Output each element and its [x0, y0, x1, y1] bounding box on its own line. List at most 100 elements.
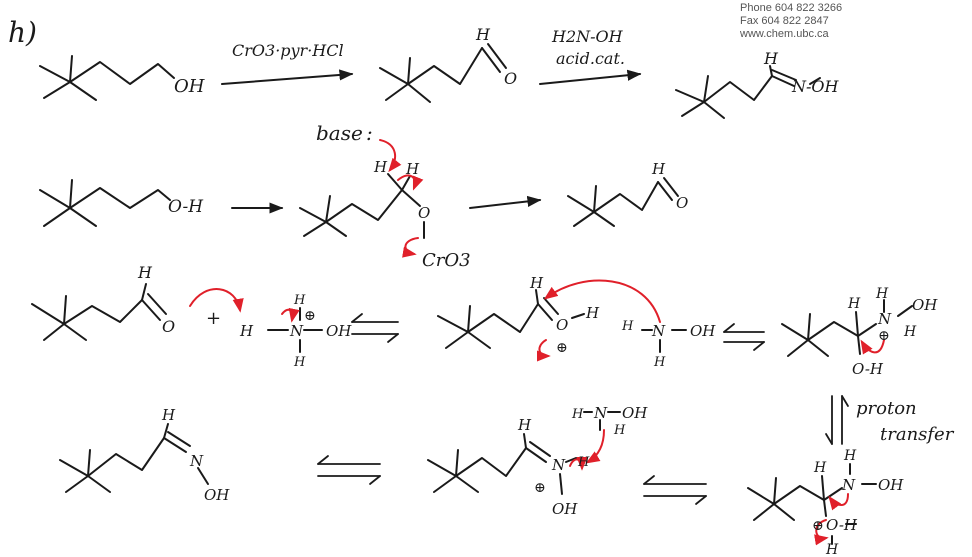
r2-alcohol-oh: O-H	[168, 197, 204, 217]
tetrahedral-intermediate	[781, 299, 913, 357]
part-label: h)	[8, 16, 37, 49]
r2-ald-o: O	[676, 194, 688, 212]
r3-tet-h2: H	[875, 286, 889, 302]
r3-ha-h-left: H	[239, 322, 254, 340]
r3-na-h-bottom: H	[653, 355, 666, 370]
alcohol-r1	[39, 55, 175, 101]
r3-tet-oh: OH	[912, 296, 938, 314]
r3-ha-n: N	[289, 322, 304, 340]
r4-tet-h-bottom: H	[825, 542, 839, 557]
reagent-step2-line2: acid.cat.	[556, 49, 625, 68]
r4-im-oh: OH	[552, 500, 578, 518]
r4-tet-h2: H	[843, 448, 857, 464]
contact-block: Phone 604 822 3266 Fax 604 822 2847 www.…	[740, 2, 842, 41]
r3-tet-oh-bottom: O-H	[852, 360, 884, 378]
hydroxylammonium	[267, 307, 323, 353]
r4-im-nh: H	[577, 455, 590, 470]
r4-im-n: N	[551, 456, 566, 474]
r2-ald-h: H	[651, 160, 666, 178]
iminium	[427, 433, 577, 495]
r4-oxime-n: N	[189, 452, 204, 470]
arrow-r1-b	[539, 69, 642, 85]
r4-tet-o-h: O-H	[826, 516, 858, 534]
curly-nh-bond-r4	[569, 456, 588, 471]
r3-ha-charge: ⊕	[304, 308, 316, 324]
r4-tet-n: N	[841, 476, 856, 494]
r1-ald-h: H	[475, 25, 491, 44]
equilibrium-r4-b	[643, 475, 707, 505]
r4-tet-oh: OH	[878, 476, 904, 494]
r1-oxime-h: H	[763, 49, 779, 68]
r3-ha-h-bottom: H	[293, 355, 306, 370]
r3-ha-h-top: H	[293, 293, 306, 308]
r2-ester-o: O	[418, 204, 430, 222]
curly-co-r4	[814, 519, 829, 546]
r2-cro3: CrO3	[422, 250, 471, 271]
r4-im-h: H	[517, 416, 532, 434]
hydroxylamine-r3	[641, 329, 687, 353]
r4-na-h-bottom: H	[613, 423, 626, 438]
aldehyde-r1	[379, 43, 507, 103]
r4-im-charge: ⊕	[534, 480, 546, 496]
r4-tet-charge: ⊕	[812, 518, 824, 534]
curly-n-c-r3	[860, 339, 885, 355]
r4-na-h-left: H	[571, 407, 584, 422]
curly-ch-bond	[397, 174, 424, 191]
transfer-label: transfer	[880, 424, 955, 445]
r3-ald-o: O	[162, 317, 175, 336]
r3-prot-h: H	[529, 274, 544, 292]
chromate-ester	[299, 173, 425, 239]
curly-o-cr	[402, 237, 419, 258]
arrow-r1-a	[221, 69, 354, 85]
oxime-r4	[59, 423, 209, 493]
alcohol-r2	[39, 179, 171, 227]
aldehyde-r2	[567, 177, 679, 227]
aldehyde-r3	[31, 283, 167, 341]
phone-text: Phone 604 822 3266	[740, 2, 843, 14]
r3-tet-n: N	[877, 310, 892, 328]
curly-o-to-h	[189, 288, 244, 313]
curly-n-c-r4	[828, 493, 849, 511]
equilibrium-proton-transfer	[825, 395, 849, 445]
r3-prot-oh-h: H	[585, 304, 600, 322]
r3-prot-o: O	[556, 316, 568, 334]
curly-base-to-h	[379, 139, 402, 173]
r4-na-oh: OH	[622, 404, 648, 422]
r1-oxime-noh: N-OH	[791, 77, 840, 96]
oxime-r1	[675, 65, 821, 119]
r1-ald-o: O	[504, 69, 517, 88]
r3-na-n: N	[651, 322, 666, 340]
r3-tet-charge: ⊕	[878, 328, 890, 344]
r4-na-n: N	[593, 404, 608, 422]
curly-n-to-h-r4	[585, 429, 605, 464]
r1-alcohol-oh: OH	[174, 76, 205, 97]
curly-n-to-c	[543, 279, 661, 323]
base-label: base	[316, 121, 363, 145]
hydroxylamine-r4	[583, 411, 621, 431]
r4-oxime-oh: OH	[204, 486, 230, 504]
curly-nh-bond	[281, 307, 300, 323]
base-lone-pair: :	[366, 121, 373, 145]
protonated-carbinolamine	[747, 463, 877, 545]
r3-na-h-left: H	[621, 319, 634, 334]
arrow-r2-b	[469, 195, 542, 209]
r2-ester-h1: H	[373, 158, 388, 176]
r3-ald-h: H	[137, 263, 153, 282]
equilibrium-r3-b	[723, 323, 765, 351]
r3-na-oh: OH	[690, 322, 716, 340]
r3-tet-h1: H	[847, 296, 861, 312]
reagent-step1: CrO3·pyr·HCl	[232, 41, 344, 60]
r4-tet-h1: H	[813, 460, 827, 476]
web-text: www.chem.ubc.ca	[740, 28, 829, 40]
r3-prot-charge: ⊕	[556, 340, 568, 356]
curly-co-bond	[536, 339, 551, 362]
r2-ester-h2: H	[405, 160, 420, 178]
r3-ha-oh: OH	[326, 322, 352, 340]
protonated-aldehyde	[437, 289, 585, 349]
proton-label: proton	[856, 398, 917, 419]
equilibrium-r4-a	[317, 455, 381, 485]
fax-text: Fax 604 822 2847	[740, 15, 829, 27]
equilibrium-r3-a	[351, 313, 399, 343]
